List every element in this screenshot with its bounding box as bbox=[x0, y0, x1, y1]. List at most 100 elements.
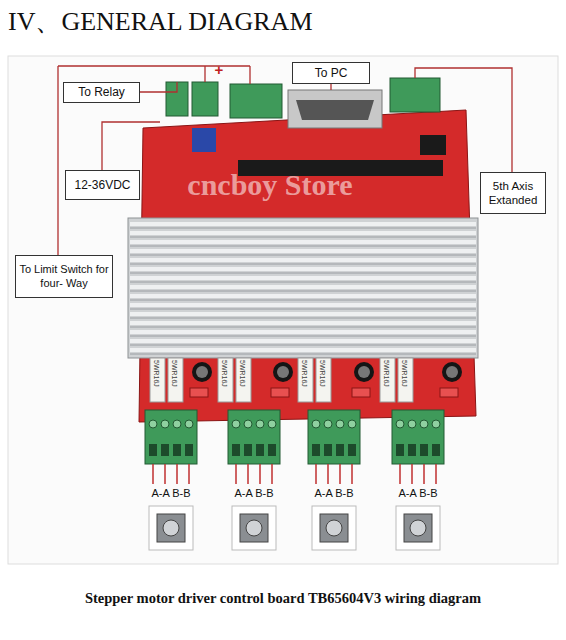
board-label: A-A B-B bbox=[220, 487, 288, 499]
terminal-block bbox=[145, 410, 197, 464]
heatsink-fin bbox=[130, 330, 476, 334]
leader-line bbox=[415, 68, 512, 172]
fin-shadow bbox=[130, 318, 476, 319]
capacitor bbox=[273, 362, 293, 382]
heatsink-fin bbox=[130, 312, 476, 316]
photo-frame bbox=[8, 56, 558, 564]
small-chip bbox=[420, 135, 446, 155]
board-label: 5WR16J bbox=[318, 360, 326, 387]
terminal-hole bbox=[185, 444, 193, 456]
fin-shadow bbox=[130, 300, 476, 301]
callout-label: To PC bbox=[315, 66, 348, 81]
board-label: 5WR16J bbox=[382, 360, 390, 387]
terminal-hole bbox=[268, 444, 276, 456]
heatsink-fin bbox=[130, 240, 476, 244]
terminal-screw bbox=[312, 420, 320, 428]
board-label: 5WR16J bbox=[238, 360, 246, 387]
stepper-motor bbox=[157, 514, 185, 542]
heatsink-fin bbox=[130, 321, 476, 325]
callout-box: To Limit Switch for four- Way bbox=[15, 255, 113, 298]
callout-label: 12-36VDC bbox=[74, 178, 130, 193]
fin-shadow bbox=[130, 309, 476, 310]
heatsink-fin bbox=[130, 267, 476, 271]
terminal-screw bbox=[336, 420, 344, 428]
motor-wire bbox=[188, 464, 190, 484]
terminal-hole bbox=[232, 444, 240, 456]
motor-shaft-boss bbox=[410, 520, 426, 536]
motor-wire bbox=[259, 464, 261, 484]
leader-line bbox=[102, 122, 160, 170]
fin-shadow bbox=[130, 291, 476, 292]
heatsink-fin bbox=[130, 348, 476, 352]
board-parts bbox=[145, 358, 462, 550]
motor-picture bbox=[149, 506, 193, 550]
terminal-screw bbox=[324, 420, 332, 428]
terminal-screw bbox=[149, 420, 157, 428]
board-label: 5WR16J bbox=[300, 360, 308, 387]
terminal-block bbox=[228, 410, 280, 464]
terminal-screw bbox=[432, 420, 440, 428]
terminal-block bbox=[230, 84, 282, 118]
motor-wire bbox=[164, 464, 166, 484]
terminal-hole bbox=[244, 444, 252, 456]
callout-box: To Relay bbox=[63, 82, 140, 103]
heatsink-fin bbox=[130, 294, 476, 298]
terminal-block bbox=[392, 410, 444, 464]
leader-lines bbox=[58, 66, 512, 255]
board-label: + bbox=[212, 62, 226, 79]
terminal-hole bbox=[173, 444, 181, 456]
resistor bbox=[218, 358, 233, 402]
motor-picture bbox=[396, 506, 440, 550]
fin-shadow bbox=[130, 228, 476, 229]
fin-shadow bbox=[130, 282, 476, 283]
heatsink-fins bbox=[130, 222, 476, 354]
terminal-screw bbox=[408, 420, 416, 428]
motor-wire bbox=[327, 464, 329, 484]
resistor bbox=[150, 358, 165, 402]
fin-shadow bbox=[130, 237, 476, 238]
terminal-hole bbox=[149, 444, 157, 456]
resistor bbox=[398, 358, 413, 402]
leader-line bbox=[140, 82, 177, 92]
stepper-motor bbox=[404, 514, 432, 542]
terminal-screw bbox=[244, 420, 252, 428]
callout-box: 12-36VDC bbox=[65, 170, 140, 200]
motor-wire bbox=[399, 464, 401, 484]
board-label: 5WR16J bbox=[400, 360, 408, 387]
heatsink-fin bbox=[130, 339, 476, 343]
callout-text: 5th Axis Extanded bbox=[484, 179, 542, 208]
fin-shadow bbox=[130, 336, 476, 337]
terminal-screw bbox=[256, 420, 264, 428]
heatsink-fin bbox=[130, 303, 476, 307]
leader-line bbox=[58, 66, 250, 255]
board-label: A-A B-B bbox=[137, 487, 205, 499]
terminal-hole bbox=[161, 444, 169, 456]
resistor bbox=[168, 358, 183, 402]
terminal-hole bbox=[408, 444, 416, 456]
motor-picture bbox=[312, 506, 356, 550]
heatsink-fin bbox=[130, 258, 476, 262]
terminal-hole bbox=[256, 444, 264, 456]
callout-text: To Relay bbox=[78, 85, 125, 100]
heatsink-fin bbox=[130, 276, 476, 280]
terminal-screw bbox=[232, 420, 240, 428]
capacitor-top bbox=[277, 366, 289, 378]
heatsink-fin bbox=[130, 231, 476, 235]
fin-shadow bbox=[130, 327, 476, 328]
capacitor-top bbox=[446, 366, 458, 378]
fin-shadow bbox=[130, 345, 476, 346]
motor-wire bbox=[176, 464, 178, 484]
fin-shadow bbox=[130, 264, 476, 265]
terminal-hole bbox=[396, 444, 404, 456]
capacitor bbox=[442, 362, 462, 382]
callout-label: To Relay bbox=[78, 85, 125, 100]
board-label: 5WR16J bbox=[220, 360, 228, 387]
dip-switch bbox=[352, 388, 370, 397]
motor-wire bbox=[351, 464, 353, 484]
terminal-hole bbox=[432, 444, 440, 456]
motor-wire bbox=[435, 464, 437, 484]
dip-switch bbox=[440, 388, 458, 397]
stepper-motor bbox=[240, 514, 268, 542]
callout-box: 5th Axis Extanded bbox=[480, 172, 546, 214]
terminal-screw bbox=[185, 420, 193, 428]
